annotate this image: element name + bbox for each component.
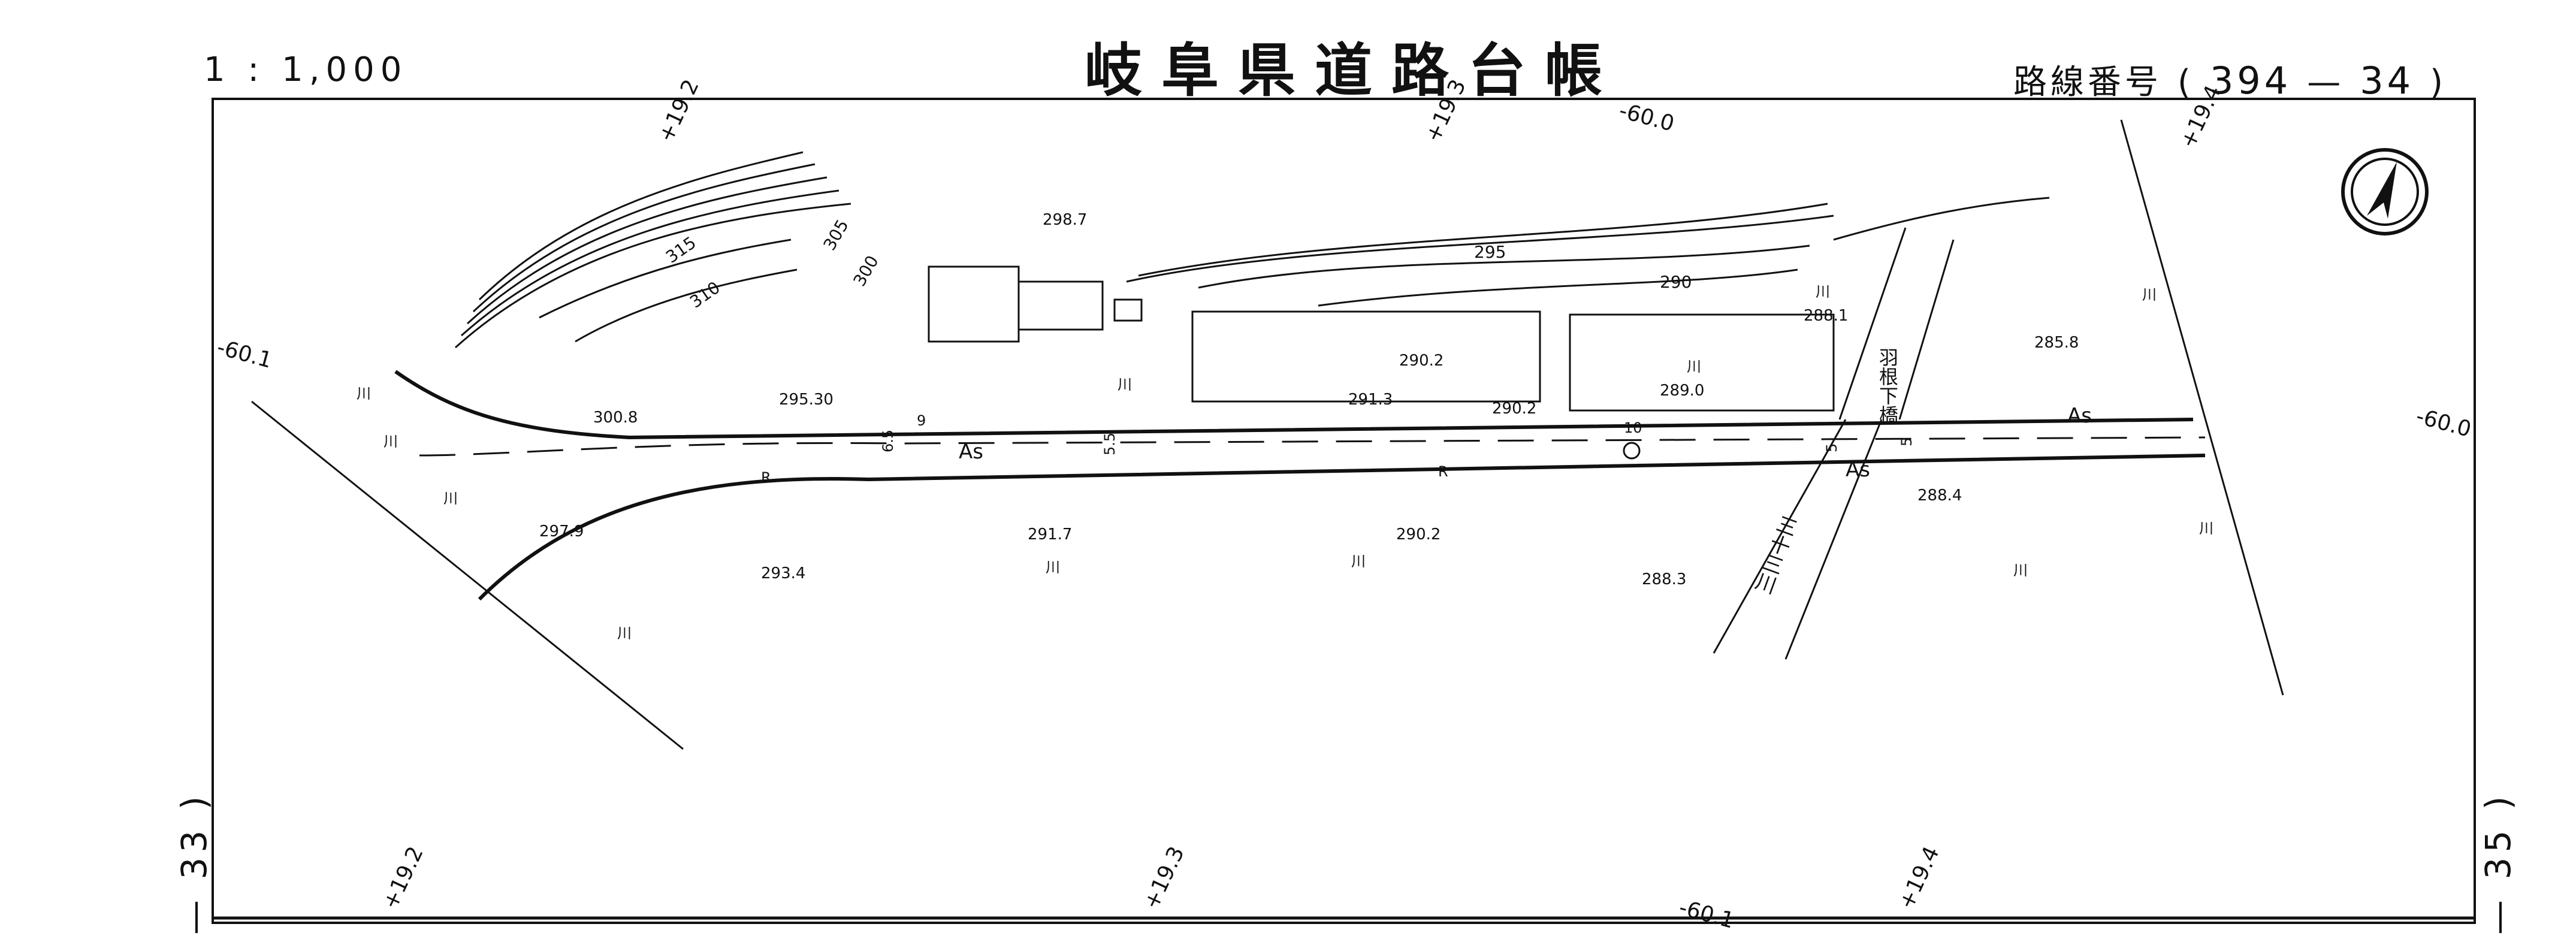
land-use-mark: 川 <box>357 385 371 402</box>
grid-label-left-601: -60.1 <box>215 335 275 373</box>
elevation-label: 290.2 <box>1399 352 1443 370</box>
elevation-label: 297.9 <box>539 523 584 541</box>
river-name: 三十三川 <box>1750 511 1800 596</box>
grid-label-bottom-192: +19.2 <box>378 843 428 913</box>
station-marker-icon <box>1623 442 1641 460</box>
bridge-name: 羽根下橋 <box>1876 348 1899 424</box>
map-scale: 1 : 1,000 <box>204 50 408 89</box>
elevation-label: 288.4 <box>1917 487 1962 505</box>
curve-label: R <box>1438 463 1448 480</box>
land-use-mark: 川 <box>2013 562 2028 579</box>
elevation-label: 285.8 <box>2034 334 2079 352</box>
land-use-mark: 川 <box>1046 559 1060 576</box>
grid-label-bottom-194: +19.4 <box>1894 843 1944 913</box>
route-dash: — <box>2307 63 2345 102</box>
grid-label-top-192: +19.2 <box>654 76 704 146</box>
contour-label: 290 <box>1660 272 1692 292</box>
land-use-mark: 川 <box>617 625 632 642</box>
land-use-mark: 川 <box>1687 358 1701 375</box>
elevation-label: 288.3 <box>1642 570 1686 588</box>
grid-label-top-194: +19.4 <box>2176 81 2226 152</box>
road-surface-label: As <box>1846 458 1870 482</box>
road-width-label: 5 <box>1898 437 1915 446</box>
road-centerline <box>419 436 2206 457</box>
land-use-mark: 川 <box>443 490 458 507</box>
elevation-label: 293.4 <box>761 564 805 582</box>
road-edges <box>394 370 2206 601</box>
road-width-label: 9 <box>917 412 926 429</box>
route-prefix: 路線番号 <box>2013 63 2162 102</box>
elevation-label: 298.7 <box>1043 211 1087 229</box>
road-surface-label: As <box>959 440 983 464</box>
elevation-label: 300.8 <box>593 409 638 427</box>
route-sheet: 34 <box>2360 59 2415 102</box>
elevation-label: 295.30 <box>779 391 833 409</box>
land-use-mark: 川 <box>1118 376 1132 393</box>
north-arrow <box>2341 148 2429 236</box>
land-use-mark: 川 <box>1351 553 1366 570</box>
grid-label-bottom-193: +19.3 <box>1139 843 1189 913</box>
contour-lines <box>454 151 2050 349</box>
contour-label: 310 <box>686 277 724 312</box>
contour-label: 305 <box>819 216 852 254</box>
map-frame <box>212 98 2476 924</box>
grid-label-top-600: -60.0 <box>1617 98 1677 137</box>
route-number: 394 <box>2209 59 2292 102</box>
curve-label: R <box>761 469 771 486</box>
road-width-label: 5 <box>1823 443 1840 452</box>
contour-label: 300 <box>849 252 882 290</box>
contour-label: 315 <box>662 233 700 267</box>
route-number-block: 路線番号 ( 394 — 34 ) <box>2013 55 2447 104</box>
grid-label-right-600: -60.0 <box>2414 404 2474 442</box>
elevation-label: 289.0 <box>1660 382 1704 400</box>
contour-label: 295 <box>1474 242 1506 262</box>
elevation-label: 291.7 <box>1028 526 1072 544</box>
elevation-label: 290.2 <box>1492 400 1536 418</box>
land-use-mark: 川 <box>2142 286 2157 303</box>
grid-label-bottom-601: -60.1 <box>1677 895 1737 934</box>
route-close-paren: ) <box>2430 63 2447 102</box>
land-use-mark: 川 <box>1816 283 1830 300</box>
land-use-mark: 川 <box>383 433 398 450</box>
map-features <box>251 119 2284 750</box>
station-number: 10 <box>1624 419 1642 436</box>
grid-label-top-193: +19.3 <box>1421 76 1471 146</box>
land-use-mark: 川 <box>2199 520 2213 537</box>
road-width-label: 6.5 <box>880 430 896 452</box>
elevation-label: 290.2 <box>1396 526 1440 544</box>
sheet-title: 岐阜県道路台帳 <box>1085 37 1621 104</box>
route-open-paren: ( <box>2178 63 2194 102</box>
elevation-label: 291.3 <box>1348 391 1393 409</box>
road-width-label: 5.5 <box>1101 433 1118 455</box>
road-surface-label: As <box>2067 404 2092 428</box>
elevation-label: 288.1 <box>1804 307 1848 325</box>
